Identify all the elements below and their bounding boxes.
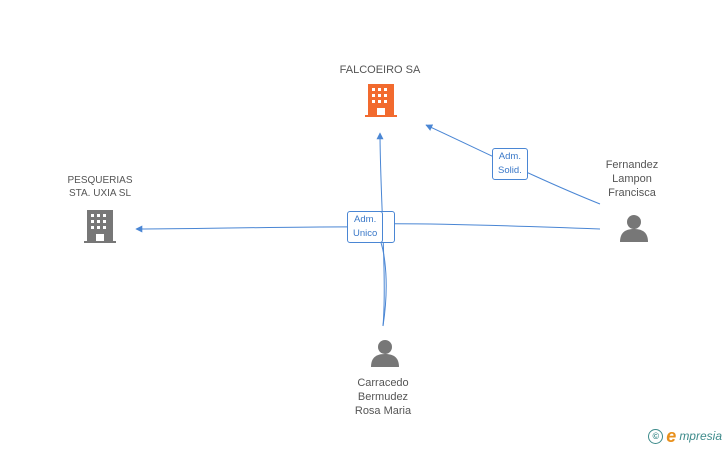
carracedo-person-icon xyxy=(371,340,399,367)
fernandez-label[interactable]: Fernandez Lampon Francisca xyxy=(605,159,659,199)
pesquerias-building-icon xyxy=(84,210,116,243)
pesquerias-label[interactable]: PESQUERIAS STA. UXIA SL xyxy=(67,175,133,199)
brand-name: mpresia xyxy=(679,429,722,443)
brand-mark: e xyxy=(666,426,677,446)
fernandez-person-icon xyxy=(620,215,648,242)
carracedo-label[interactable]: Carracedo Bermudez Rosa Maria xyxy=(354,377,412,417)
copyright-icon: © xyxy=(648,428,664,444)
edge-label-adm-unico: Adm. Unico xyxy=(347,211,384,243)
falcoeiro-label[interactable]: FALCOEIRO SA xyxy=(339,64,421,76)
falcoeiro-building-icon xyxy=(365,84,397,117)
edge-label-adm-solid: Adm. Solid. xyxy=(492,148,528,180)
edge-fernandez-to-pesquerias xyxy=(369,223,601,230)
